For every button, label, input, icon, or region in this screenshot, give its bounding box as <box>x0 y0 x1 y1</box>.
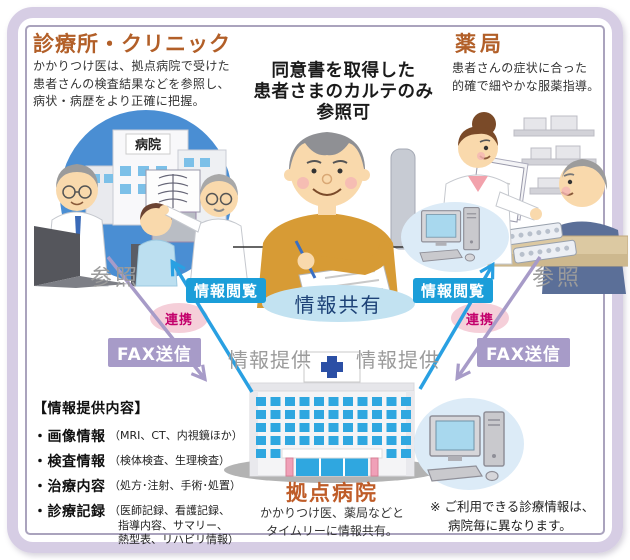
pharmacy-desc-line1: 患者さんの症状に合った <box>452 61 588 75</box>
hospital-sign-text: 病院 <box>135 137 161 153</box>
clinic-title: 診療所・クリニック <box>33 32 231 56</box>
item-term: ・診療記録 <box>33 504 106 520</box>
item-term: ・画像情報 <box>33 429 106 445</box>
writing-arm <box>294 239 394 279</box>
hub-desc-line1: かかりつけ医、薬局などと <box>259 506 405 520</box>
info-share-label: 情報共有 <box>294 293 383 317</box>
pharmacy-desc-line2: 的確で細やかな服薬指導。 <box>452 78 600 93</box>
reference-label-right: 参照 <box>532 266 583 291</box>
item-detail: （医師記録、看護記録、 指導内容、サマリー、 熱型表、リハビリ情報） <box>109 501 239 548</box>
detail-line3: 熱型表、リハビリ情報） <box>118 533 239 546</box>
renkei-label: 連携 <box>164 312 193 328</box>
reference-label-left: 参照 <box>90 266 141 291</box>
pharmacy-computer <box>401 202 509 272</box>
consent-note: 同意書を取得した 患者さまのカルテのみ 参照可 <box>236 61 451 124</box>
list-item: ・治療内容 （処方･注射、手術･処置） <box>33 476 251 496</box>
pharmacy-title: 薬局 <box>455 32 505 56</box>
info-content-box: 【情報提供内容】 ・画像情報 （MRI、CT、内視鏡ほか） ・検査情報 （検体検… <box>33 398 251 553</box>
info-provide-label-left: 情報提供 <box>228 348 312 372</box>
fax-badge-left: FAX送信 <box>108 338 201 367</box>
hub-hospital-description: かかりつけ医、薬局などと タイムリーに情報共有。 <box>227 504 437 540</box>
info-content-heading: 【情報提供内容】 <box>33 401 149 417</box>
consent-line1: 同意書を取得した <box>271 61 416 81</box>
footnote-line2: 病院毎に異なります。 <box>448 518 572 533</box>
hub-hospital-title: 拠点病院 <box>286 481 378 505</box>
hospital-sign <box>125 133 171 155</box>
hub-hospital-illustration <box>224 351 440 483</box>
building-windows <box>256 397 411 458</box>
consent-line3: 参照可 <box>316 103 371 123</box>
clinic-desc-line2: 患者さんの検査結果などを参照し、 <box>33 76 230 91</box>
list-item: ・画像情報 （MRI、CT、内視鏡ほか） <box>33 426 251 446</box>
info-provide-label-right: 情報提供 <box>356 348 440 372</box>
footnote-line1: ※ ご利用できる診療情報は、 <box>430 499 595 514</box>
info-share-ellipse: 情報共有 <box>262 285 415 322</box>
clinic-description: かかりつけ医は、拠点病院で受けた 患者さんの検査結果などを参照し、 病状・病歴を… <box>33 58 230 111</box>
clinic-desc-line3: 病状・病歴をより正確に把握。 <box>33 94 205 108</box>
fax-badge-right: FAX送信 <box>477 338 570 367</box>
consent-line2: 患者さまのカルテのみ <box>253 82 434 102</box>
hub-desc-line2: タイムリーに情報共有。 <box>266 524 398 538</box>
list-item: ・診療記録 （医師記録、看護記録、 指導内容、サマリー、 熱型表、リハビリ情報） <box>33 501 251 548</box>
hospital-cross-icon <box>321 356 343 378</box>
clinic-desc-line1: かかりつけ医は、拠点病院で受けた <box>33 59 230 73</box>
hub-computer-illustration <box>414 398 524 490</box>
pharmacy-description: 患者さんの症状に合った 的確で細やかな服薬指導。 <box>452 60 600 95</box>
laptop-icon <box>34 226 80 286</box>
item-detail: （MRI、CT、内視鏡ほか） <box>109 429 243 442</box>
renkei-right-ellipse: 連携 <box>451 303 509 333</box>
renkei-label: 連携 <box>465 312 494 328</box>
pharmacy-illustration <box>401 112 628 294</box>
doctor-with-laptop <box>34 164 128 288</box>
hospital-entrance <box>281 448 383 477</box>
renkei-left-ellipse: 連携 <box>150 303 208 333</box>
clinic-illustration: 病院 <box>34 110 249 288</box>
info-view-badge-right: 情報閲覧 <box>413 278 494 303</box>
footnote: ※ ご利用できる診療情報は、 病院毎に異なります。 <box>430 497 594 535</box>
info-view-badge-left: 情報閲覧 <box>186 278 267 303</box>
detail-line2: 指導内容、サマリー、 <box>118 518 228 532</box>
item-term: ・検査情報 <box>33 454 106 470</box>
item-detail: （処方･注射、手術･処置） <box>109 479 241 492</box>
list-item: ・検査情報 （検体検査、生理検査） <box>33 451 251 471</box>
item-detail: （検体検査、生理検査） <box>109 454 230 467</box>
item-term: ・治療内容 <box>33 479 106 495</box>
detail-line1: （医師記録、看護記録、 <box>109 504 230 517</box>
